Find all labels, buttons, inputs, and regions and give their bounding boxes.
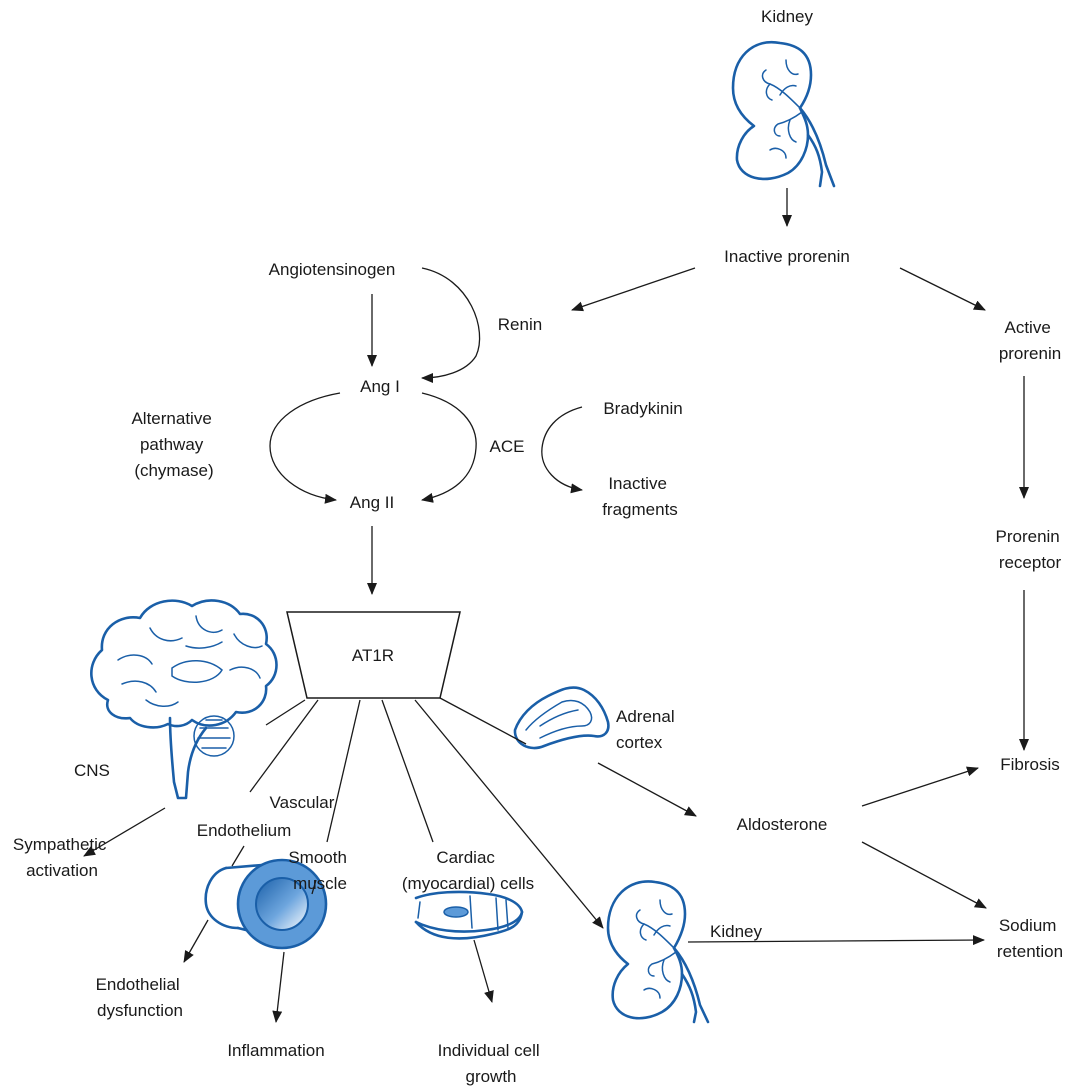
endothelium-label: Endothelium (197, 821, 292, 840)
bradykinin-label: Bradykinin (603, 399, 682, 418)
ang2-label: Ang II (350, 493, 394, 512)
renin-label: Renin (498, 315, 542, 334)
fibrosis-label: Fibrosis (1000, 755, 1060, 774)
sympathetic-activation-label: Sympathetic activation (13, 835, 111, 880)
sodium-retention-label: Sodium retention (997, 916, 1063, 961)
ace-label: ACE (490, 437, 525, 456)
at1r-label: AT1R (352, 646, 394, 665)
cns-label: CNS (74, 761, 110, 780)
kidney-bottom-label: Kidney (710, 922, 762, 941)
active-prorenin-label: Active prorenin (999, 318, 1061, 363)
blood-vessel-icon (204, 858, 328, 950)
inactive-prorenin-label: Inactive prorenin (724, 247, 850, 266)
pathway-connectors (83, 188, 1029, 1023)
prorenin-receptor-label: Prorenin receptor (996, 527, 1065, 572)
endothelial-dysfunction-label: Endothelial dysfunction (96, 975, 185, 1020)
cardiac-cell-icon (414, 890, 524, 940)
ang1-label: Ang I (360, 377, 400, 396)
kidney-top-label: Kidney (761, 7, 813, 26)
angiotensinogen-label: Angiotensinogen (269, 260, 396, 279)
kidney-icon (731, 40, 836, 188)
cardiac-cells-label: Cardiac (myocardial) cells (402, 848, 534, 893)
vascular-label: Vascular (270, 793, 335, 812)
adrenal-cortex-label: Adrenal cortex (616, 707, 679, 752)
brain-icon (90, 599, 278, 800)
inactive-fragments-label: Inactive fragments (602, 474, 678, 519)
adrenal-gland-icon (513, 686, 610, 750)
individual-cell-growth-label: Individual cell growth (438, 1041, 545, 1086)
aldosterone-label: Aldosterone (737, 815, 828, 834)
alternative-pathway-label: Alternative pathway (chymase) (131, 409, 216, 480)
inflammation-label: Inflammation (227, 1041, 324, 1060)
smooth-muscle-label: Smooth muscle (288, 848, 351, 893)
kidney-icon (606, 880, 710, 1024)
